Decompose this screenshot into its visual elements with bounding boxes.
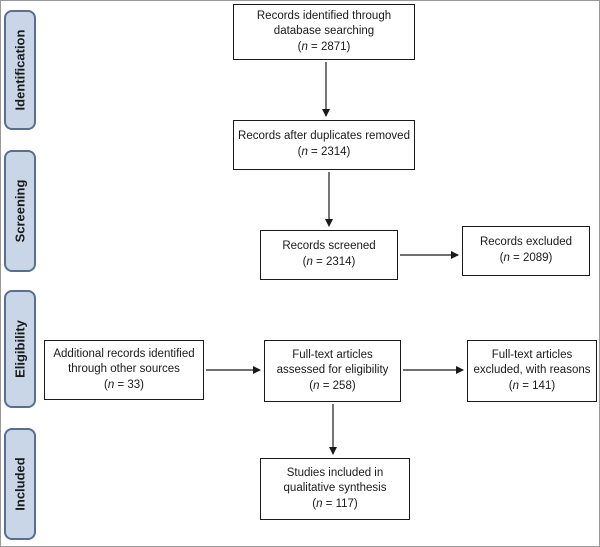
box-full-text-assessed-line2: assessed for eligibility (276, 364, 389, 377)
count-value: = 141 (519, 379, 552, 392)
box-records-identified-line2: database searching (273, 25, 375, 38)
stage-included: Included (4, 428, 36, 540)
count-value: = 117 (322, 497, 354, 510)
stage-included-label: Included (12, 457, 28, 511)
box-records-identified: Records identified through database sear… (233, 4, 415, 60)
box-studies-included-count: (n = 117) (312, 497, 358, 510)
box-full-text-assessed: Full-text articles assessed for eligibil… (264, 340, 401, 402)
count-value: = 2871 (307, 40, 347, 53)
count-value: = 258 (319, 379, 352, 392)
count-value: = 2314 (307, 146, 347, 158)
box-full-text-excluded-count: (n = 141) (508, 379, 556, 392)
box-after-duplicates: Records after duplicates removed (n = 23… (233, 120, 415, 170)
stage-identification: Identification (4, 10, 36, 130)
box-full-text-assessed-line1: Full-text articles (292, 348, 373, 361)
n-symbol: n (301, 40, 308, 53)
box-records-excluded: Records excluded (n = 2089) (462, 226, 590, 276)
box-full-text-excluded-line1: Full-text articles (491, 348, 573, 361)
box-studies-included: Studies included in qualitative synthesi… (260, 458, 410, 520)
box-full-text-excluded-line2: excluded, with reasons (473, 364, 591, 377)
box-records-screened-line1: Records screened (282, 240, 376, 253)
box-after-duplicates-count: (n = 2314) (297, 146, 351, 158)
n-symbol: n (313, 379, 320, 392)
n-symbol: n (503, 252, 510, 264)
box-records-identified-line1: Records identified through (256, 9, 392, 22)
count-value: = 33 (114, 378, 141, 391)
n-symbol: n (316, 497, 323, 510)
stage-identification-label: Identification (12, 29, 28, 111)
box-additional-records-line1: Additional records identified (53, 347, 195, 360)
n-symbol: n (107, 378, 115, 391)
count-value: = 2089 (509, 252, 549, 264)
box-studies-included-line1: Studies included in (286, 466, 384, 479)
stage-eligibility-label: Eligibility (12, 320, 28, 378)
n-symbol: n (306, 256, 313, 268)
box-records-screened: Records screened (n = 2314) (260, 230, 398, 280)
box-additional-records: Additional records identified through ot… (44, 340, 204, 400)
box-additional-records-line2: through other sources (68, 363, 180, 376)
stage-eligibility: Eligibility (4, 290, 36, 408)
stage-screening-label: Screening (12, 179, 28, 243)
box-studies-included-line2: qualitative synthesis (283, 482, 387, 495)
n-symbol: n (301, 146, 308, 158)
count-value: = 2314 (312, 256, 352, 268)
n-symbol: n (512, 379, 520, 392)
box-records-identified-count: (n = 2871) (297, 40, 351, 53)
box-records-excluded-line1: Records excluded (479, 236, 573, 249)
box-full-text-excluded: Full-text articles excluded, with reason… (467, 340, 597, 402)
stage-screening: Screening (4, 150, 36, 272)
box-after-duplicates-line1: Records after duplicates removed (238, 130, 410, 143)
box-full-text-assessed-count: (n = 258) (309, 379, 356, 392)
box-additional-records-count: (n = 33) (104, 378, 144, 391)
box-records-screened-count: (n = 2314) (302, 256, 356, 268)
box-records-excluded-count: (n = 2089) (499, 252, 553, 264)
